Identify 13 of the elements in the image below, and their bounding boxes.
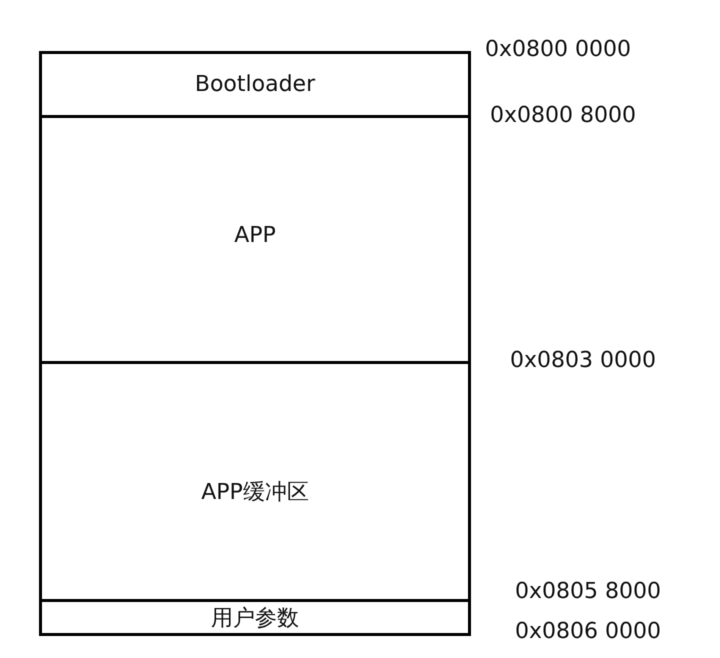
address-label: 0x0803 0000 (510, 348, 656, 374)
memory-region (39, 51, 471, 118)
address-label: 0x0805 8000 (515, 579, 661, 605)
region-name: APP缓冲区 (201, 479, 309, 507)
region-name: 用户参数 (211, 604, 299, 632)
memory-region (39, 361, 471, 602)
memory-region (39, 115, 471, 364)
address-label: 0x0800 0000 (485, 37, 631, 63)
region-name: APP (234, 223, 276, 248)
memory-region (39, 599, 471, 636)
address-label: 0x0806 0000 (515, 619, 661, 645)
region-name: Bootloader (194, 72, 316, 97)
address-label: 0x0800 8000 (490, 103, 636, 129)
